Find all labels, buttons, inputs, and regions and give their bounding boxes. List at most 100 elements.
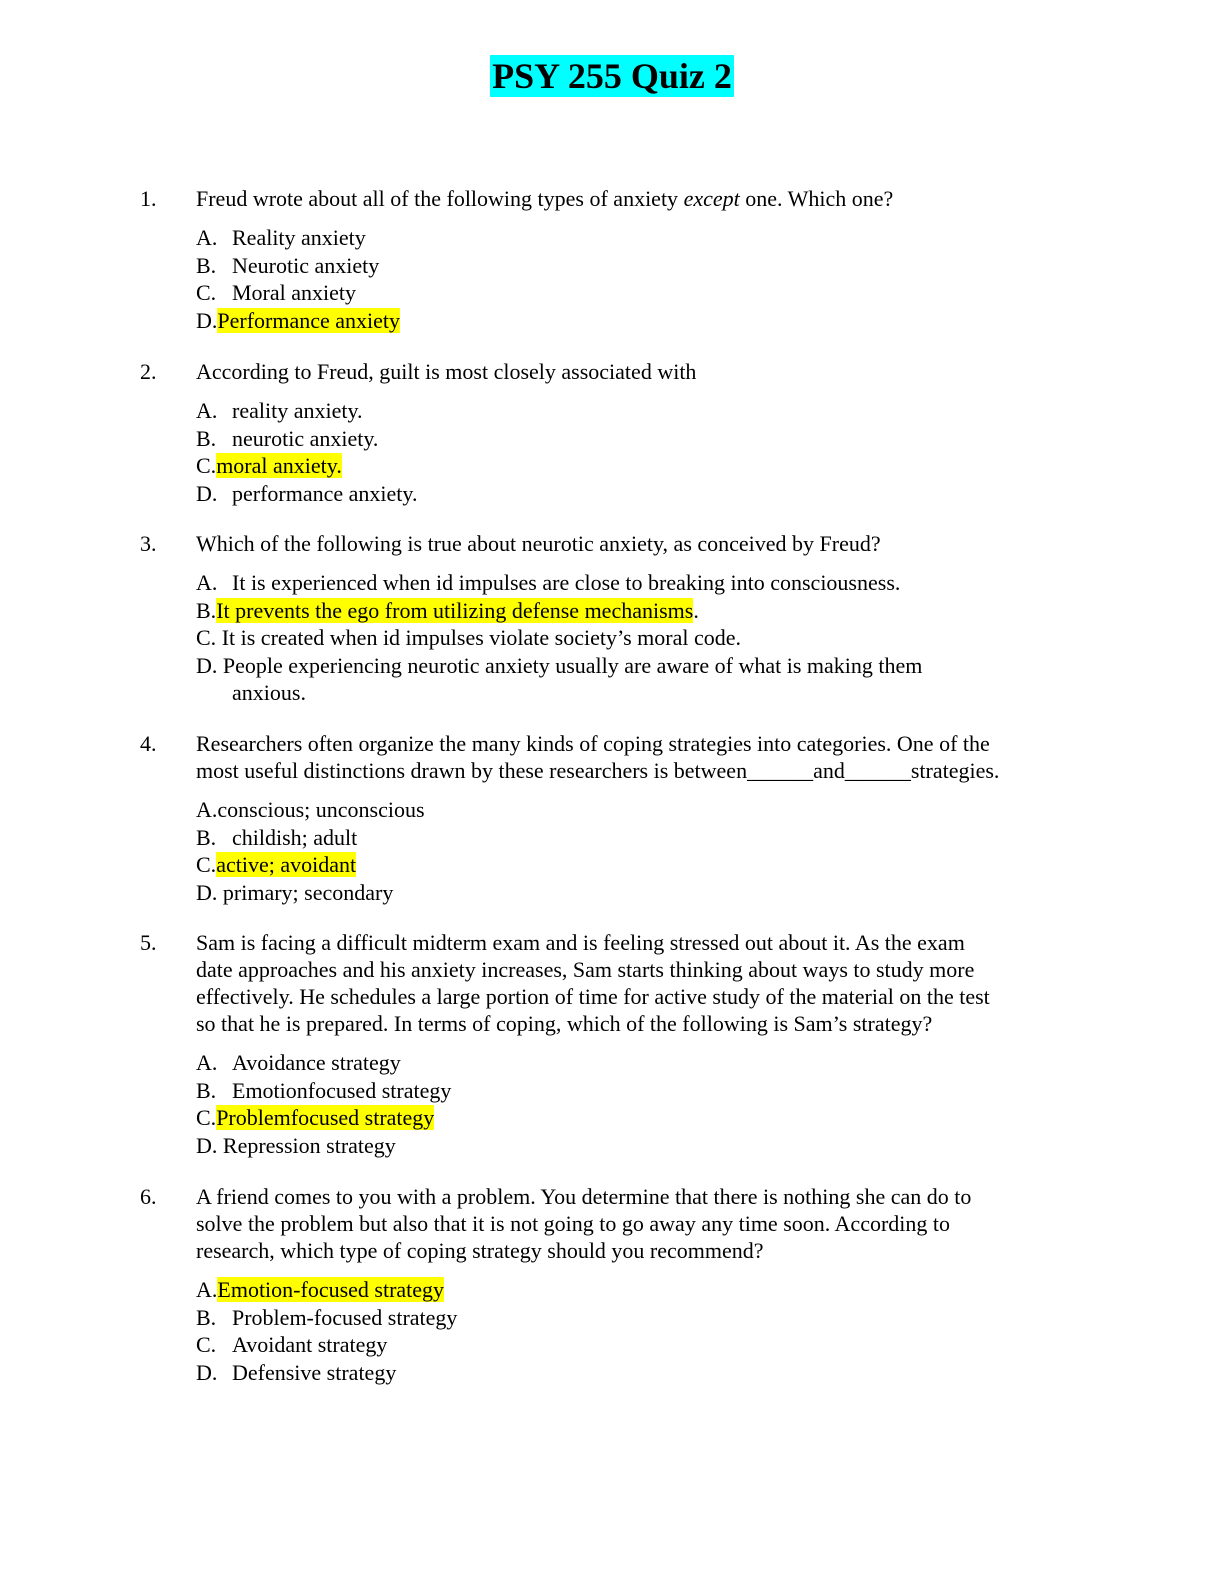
options-list: A. Reality anxiety B. Neurotic anxiety C. M… [196,224,1076,334]
option-c[interactable]: C. Moral anxiety [196,279,1076,307]
option-letter: B. [196,425,217,451]
option-a[interactable]: A. Reality anxiety [196,224,1076,252]
option-text: Neurotic anxiety [232,252,380,278]
option-a[interactable]: A. It is experienced when id impulses are… [196,569,1076,597]
option-a[interactable]: A.reality anxiety. [196,397,1076,425]
option-letter: D. [196,652,218,678]
question-number: 3. [140,531,157,556]
option-letter: A. [196,797,218,822]
option-text: Defensive strategy [232,1359,397,1385]
option-d[interactable]: D. Defensive strategy [196,1359,1076,1387]
options-list: A.conscious; unconscious B.childish; adu… [196,796,1076,906]
option-d[interactable]: D. Repression strategy [196,1132,1076,1160]
option-letter: C. [196,280,217,305]
option-letter: C. [196,453,217,478]
option-letter: D. [196,1132,218,1158]
question-line: Freud wrote about all of the following t… [196,185,1076,212]
option-letter: B. [196,1304,217,1330]
option-letter: A. [196,398,218,423]
option-letter: B. [196,597,217,623]
question-number: 6. [140,1184,157,1209]
option-letter: C. [196,1105,217,1130]
option-letter: B. [196,252,217,278]
question-number: 4. [140,731,157,756]
option-text: People experiencing neurotic anxiety usu… [222,652,923,678]
question-line: Which of the following is true about neu… [196,531,881,556]
option-continuation: anxious. [232,680,306,705]
option-b[interactable]: B.It prevents the ego from utilizing def… [196,597,1076,625]
option-d[interactable]: D. primary; secondary [196,879,1076,907]
option-text: childish; adult [232,824,358,850]
highlighted-answer: active; avoidant [216,852,357,877]
option-text: primary; secondary [222,879,394,905]
option-b[interactable]: B.childish; adult [196,824,1076,852]
options-list: A. It is experienced when id impulses are… [196,569,1076,707]
option-c[interactable]: C.Problemfocused strategy [196,1104,1076,1132]
question-line: date approaches and his anxiety increase… [196,957,975,982]
question-text: According to Freud, guilt is most closel… [196,358,1076,385]
question-text: A friend comes to you with a problem. Yo… [196,1183,1076,1264]
question-line: research, which type of coping strategy … [196,1238,764,1263]
option-d[interactable]: D. People experiencing neurotic anxiety … [196,652,1076,707]
option-text: conscious; unconscious [217,797,425,822]
question-number: 1. [140,186,157,211]
option-b[interactable]: B. Neurotic anxiety [196,252,1076,280]
question-line: most useful distinctions drawn by these … [196,758,1000,783]
question-text-part: Freud wrote about all of the following t… [196,186,684,211]
option-text: Avoidance strategy [232,1050,401,1075]
question-text: Researchers often organize the many kind… [196,730,1076,784]
question-text: Freud wrote about all of the following t… [196,185,1076,212]
page-title: PSY 255 Quiz 2 [490,55,734,97]
option-c[interactable]: C.active; avoidant [196,851,1076,879]
question-text: Sam is facing a difficult midterm exam a… [196,929,1076,1037]
option-text: Repression strategy [222,1132,396,1158]
option-letter: C. [196,1332,217,1357]
option-suffix: . [693,597,699,623]
question-number: 5. [140,930,157,955]
option-letter: B. [196,1077,217,1103]
question-text: Which of the following is true about neu… [196,530,1076,557]
option-text: Reality anxiety [232,225,366,250]
option-c[interactable]: C.moral anxiety. [196,452,1076,480]
option-text: Problem-focused strategy [232,1304,458,1330]
question-text-part: one. Which one? [739,186,894,211]
option-letter: D. [196,480,218,506]
question-emphasis: except [683,186,740,211]
title-block: PSY 255 Quiz 2 [0,55,1224,97]
question-line: A friend comes to you with a problem. Yo… [196,1184,972,1209]
question-line: solve the problem but also that it is no… [196,1211,951,1236]
option-text: Emotionfocused strategy [232,1077,452,1103]
option-text: performance anxiety. [232,480,418,506]
option-d[interactable]: D.Performance anxiety [196,307,1076,335]
option-text: It is experienced when id impulses are c… [232,570,901,595]
option-a[interactable]: A.conscious; unconscious [196,796,1076,824]
highlighted-answer: moral anxiety. [216,453,342,478]
option-letter: A. [196,225,218,250]
option-letter: A. [196,570,218,595]
option-b[interactable]: B. Emotionfocused strategy [196,1077,1076,1105]
option-b[interactable]: B. Problem-focused strategy [196,1304,1076,1332]
option-a[interactable]: A. Avoidance strategy [196,1049,1076,1077]
option-letter: C. [196,625,217,650]
options-list: A.Emotion-focused strategy B. Problem-foc… [196,1276,1076,1386]
option-text: Avoidant strategy [232,1332,388,1357]
question-line: According to Freud, guilt is most closel… [196,359,697,384]
option-c[interactable]: C. Avoidant strategy [196,1331,1076,1359]
question-number: 2. [140,359,157,384]
option-a[interactable]: A.Emotion-focused strategy [196,1276,1076,1304]
option-d[interactable]: D. performance anxiety. [196,480,1076,508]
option-text: Moral anxiety [232,280,357,305]
highlighted-answer: Performance anxiety [217,307,401,333]
option-letter: D. [196,1359,218,1385]
option-c[interactable]: C. It is created when id impulses violat… [196,624,1076,652]
question-line: effectively. He schedules a large portio… [196,984,990,1009]
question-line: Sam is facing a difficult midterm exam a… [196,930,965,955]
option-text: It is created when id impulses violate s… [221,625,741,650]
option-letter: A. [196,1050,218,1075]
option-b[interactable]: B.neurotic anxiety. [196,425,1076,453]
options-list: A. Avoidance strategy B. Emotionfocused st… [196,1049,1076,1159]
question-line: Researchers often organize the many kind… [196,731,990,756]
option-letter: C. [196,852,217,877]
option-letter: D. [196,879,218,905]
